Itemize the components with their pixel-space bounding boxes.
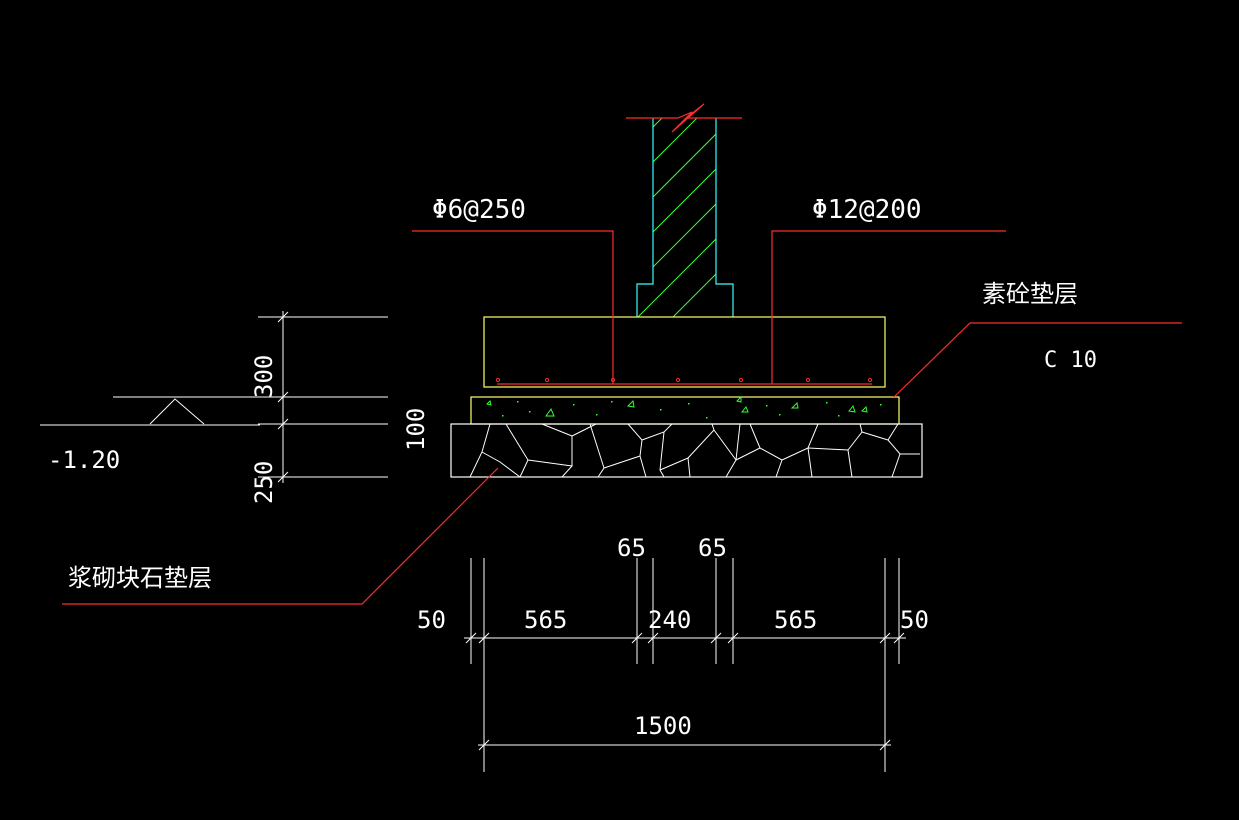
wall-outline-left bbox=[636, 118, 654, 317]
leader-concrete-bedding bbox=[893, 322, 1182, 398]
dim-50-left: 50 bbox=[417, 606, 446, 634]
label-rebar-left: Φ6@250 bbox=[432, 195, 526, 225]
leader-rebar-right bbox=[771, 230, 1006, 384]
wall-hatch bbox=[637, 118, 733, 317]
label-rebar-right: Φ12@200 bbox=[812, 195, 922, 225]
vertical-dimensions bbox=[258, 311, 388, 483]
dim-240: 240 bbox=[648, 606, 691, 634]
wall-section bbox=[626, 103, 742, 317]
dim-65-left: 65 bbox=[617, 534, 646, 562]
footing-outline bbox=[483, 316, 886, 388]
wall-outline-right bbox=[715, 118, 734, 317]
dim-vertical-100: 100 bbox=[402, 408, 430, 451]
dim-total-1500: 1500 bbox=[634, 712, 692, 740]
dim-50-right: 50 bbox=[900, 606, 929, 634]
concrete-hatch bbox=[486, 395, 868, 417]
label-elevation: -1.20 bbox=[48, 446, 120, 474]
dim-vertical-300: 300 bbox=[250, 355, 278, 398]
label-rubble-bedding: 浆砌块石垫层 bbox=[68, 564, 212, 592]
dim-65-right: 65 bbox=[698, 534, 727, 562]
dim-565-right: 565 bbox=[774, 606, 817, 634]
label-concrete-bedding: 素砼垫层 bbox=[982, 280, 1078, 308]
rubble-bedding-outline bbox=[450, 423, 923, 478]
horizontal-dimensions bbox=[464, 558, 906, 772]
leader-rebar-left bbox=[412, 230, 614, 384]
break-line bbox=[626, 103, 742, 133]
dim-vertical-250: 250 bbox=[250, 461, 278, 504]
label-concrete-grade: C 10 bbox=[1044, 348, 1097, 373]
rubble-stones bbox=[469, 423, 920, 478]
elevation-triangle-icon bbox=[149, 398, 205, 425]
dim-565-left: 565 bbox=[524, 606, 567, 634]
concrete-speckles bbox=[502, 401, 882, 419]
leader-rubble-bedding bbox=[62, 467, 499, 605]
